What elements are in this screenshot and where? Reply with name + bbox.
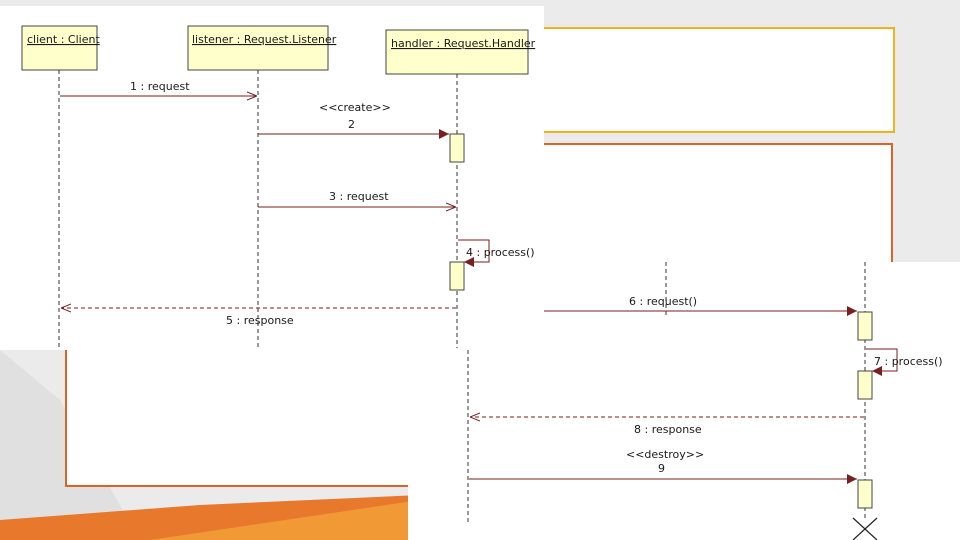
lifeline-handler: handler : Request.Handler xyxy=(385,29,536,348)
lifeline-client-box xyxy=(21,25,98,71)
message-4-label: 4 : process() xyxy=(466,246,535,259)
message-7-arrow xyxy=(866,348,898,376)
activation-handler-1 xyxy=(449,133,465,163)
background-orange-band-light xyxy=(150,500,420,540)
lifeline-listener: listener : Request.Listener xyxy=(187,25,337,348)
destroy-x-icon xyxy=(852,517,878,540)
lifeline-client: client : Client xyxy=(21,25,100,348)
lifeline-listener-label: listener : Request.Listener xyxy=(192,33,337,46)
lifeline-client-label: client : Client xyxy=(27,33,100,46)
message-7-label: 7 : process() xyxy=(874,355,943,368)
message-9-label: 9 xyxy=(658,462,665,475)
message-2-label: 2 xyxy=(348,118,355,131)
lifeline-handler-label: handler : Request.Handler xyxy=(391,37,536,50)
message-6-label: 6 : request() xyxy=(629,295,697,308)
message-4-arrow xyxy=(458,239,490,267)
lifeline-listener-box xyxy=(187,25,329,71)
lifeline-handler-box xyxy=(385,29,529,75)
message-8-label: 8 : response xyxy=(634,423,702,436)
message-9-stereotype: <<destroy>> xyxy=(626,448,704,461)
activation-right-3 xyxy=(857,479,873,509)
message-3-label: 3 : request xyxy=(329,190,389,203)
message-1-label: 1 : request xyxy=(130,80,190,93)
activation-right-2 xyxy=(857,370,873,400)
message-2-stereotype: <<create>> xyxy=(319,101,391,114)
activation-right-1 xyxy=(857,311,873,341)
message-5-label: 5 : response xyxy=(226,314,294,327)
activation-handler-2 xyxy=(449,261,465,291)
